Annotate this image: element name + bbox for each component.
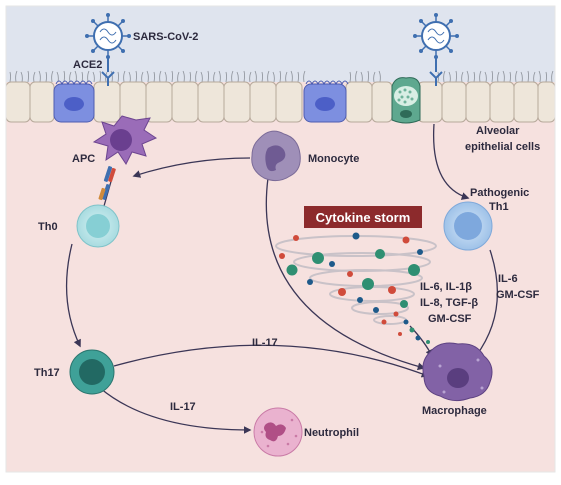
- virus-icon: [413, 13, 459, 86]
- infected-cell-icon: [391, 77, 421, 124]
- label-monocyte: Monocyte: [308, 153, 359, 165]
- epithelium: [5, 81, 556, 123]
- label-pathogenic: Pathogenic: [470, 187, 529, 199]
- th1-cell-icon: [443, 201, 493, 251]
- arrow-th17-to-macrophage: [113, 344, 430, 378]
- label-macrophage: Macrophage: [422, 405, 487, 417]
- th17-cell-icon: [69, 349, 115, 395]
- cilia: [9, 70, 554, 83]
- cytokine-storm-title: Cytokine storm: [316, 210, 411, 225]
- arrow-th17-to-neutrophil: [99, 387, 252, 434]
- arrow-monocyte-to-macrophage: [265, 177, 426, 371]
- macrophage-cell-icon: [422, 342, 493, 402]
- cytokine-storm-box: [304, 206, 422, 228]
- arrow-th0-to-th17: [65, 243, 81, 348]
- arrow-monocyte-to-apc: [132, 157, 251, 178]
- label-th1: Th1: [489, 201, 509, 213]
- th0-cell-icon: [76, 204, 120, 248]
- label-storm-cytokines-3: GM-CSF: [428, 313, 472, 325]
- label-ace2: ACE2: [73, 59, 102, 71]
- label-neutrophil: Neutrophil: [304, 427, 359, 439]
- neutrophil-cell-icon: [253, 407, 303, 457]
- cytokine-swirl-icon: [275, 232, 437, 344]
- label-apc: APC: [72, 153, 95, 165]
- monocyte-cell-icon: [251, 130, 301, 182]
- label-il17-lower: IL-17: [170, 401, 196, 413]
- label-storm-cytokines-1: IL-6, IL-1β: [420, 281, 472, 293]
- label-th0: Th0: [38, 221, 58, 233]
- label-sars-cov-2: SARS-CoV-2: [133, 31, 198, 43]
- arrow-th1-to-macrophage: [475, 249, 499, 358]
- figure-frame: [5, 5, 556, 473]
- label-alveolar: Alveolar: [476, 125, 520, 137]
- label-storm-cytokines-2: IL-8, TGF-β: [420, 297, 478, 309]
- label-th17: Th17: [34, 367, 60, 379]
- virus-icon: [85, 13, 131, 86]
- label-th1-cytokines-2: GM-CSF: [496, 289, 540, 301]
- apc-cell-icon: [92, 115, 158, 201]
- label-il17-upper: IL-17: [252, 337, 278, 349]
- ace2-cell-right: [303, 80, 349, 123]
- label-epithelial-cells: epithelial cells: [465, 141, 540, 153]
- ace2-cell-left: [53, 80, 95, 123]
- label-th1-cytokines-1: IL-6: [498, 273, 518, 285]
- arrow-infected-to-th1: [432, 123, 470, 200]
- cytokine-dots: [279, 232, 430, 344]
